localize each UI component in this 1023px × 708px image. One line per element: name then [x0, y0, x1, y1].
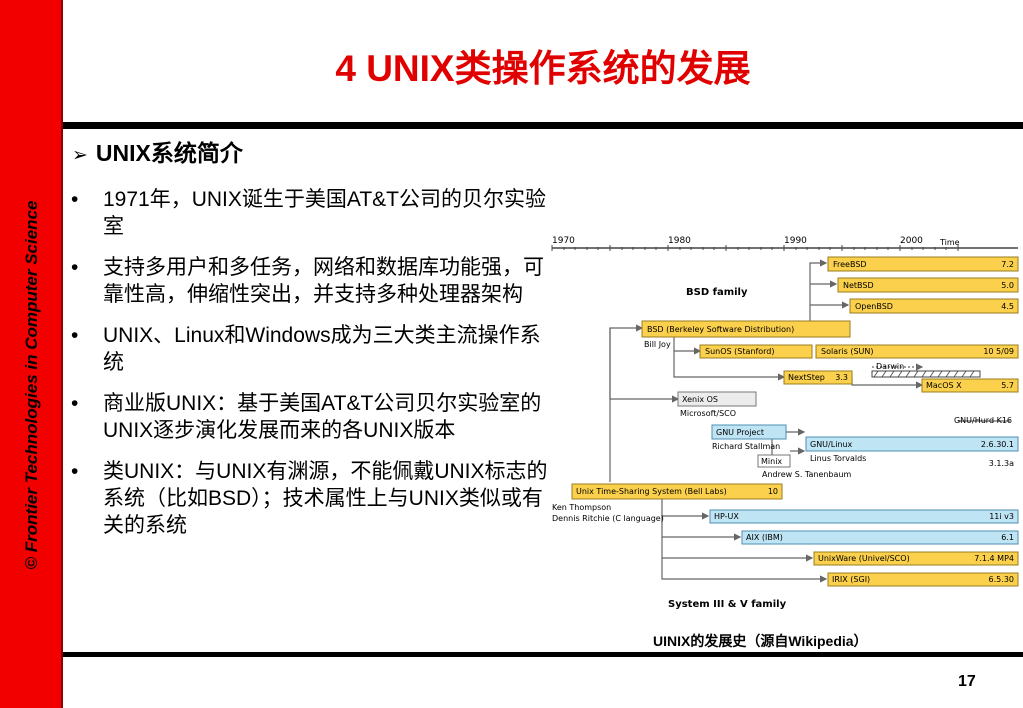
node-label: Xenix OS — [682, 395, 718, 404]
node-label: NextStep — [788, 373, 825, 382]
timeline-year: 1990 — [784, 236, 807, 246]
slide-title: 4 UNIX类操作系统的发展 — [335, 48, 751, 89]
node-version: 2.6.30.1 — [981, 440, 1014, 449]
footer-rule — [63, 652, 1023, 657]
page-number: 17 — [958, 673, 976, 690]
node-version: 10 5/09 — [983, 347, 1014, 356]
netbsd-node: NetBSD 5.0 — [837, 277, 1019, 293]
solaris-node: Solaris (SUN) 10 5/09 — [815, 344, 1019, 359]
node-label: IRIX (SGI) — [832, 575, 870, 584]
bullet-item: • 支持多用户和多任务，网络和数据库功能强，可靠性高，伸缩性突出，并支持多种处理器… — [63, 254, 558, 308]
node-label: SunOS (Stanford) — [705, 347, 775, 356]
node-version: 5.0 — [1001, 281, 1014, 290]
node-version: 4.5 — [1001, 302, 1014, 311]
gnu-project-node: GNU Project — [711, 424, 787, 440]
timeline-year: 1980 — [668, 236, 691, 246]
macos-node: MacOS X 5.7 — [921, 378, 1019, 393]
bullet-text: 支持多用户和多任务，网络和数据库功能强，可靠性高，伸缩性突出，并支持多种处理器架… — [103, 256, 544, 306]
bullet-dot-icon: • — [71, 256, 79, 279]
xenix-node: Xenix OS — [677, 391, 757, 407]
bullet-text: 商业版UNIX：基于美国AT&T公司贝尔实验室的UNIX逐步演化发展而来的各UN… — [103, 392, 542, 442]
node-label: GNU Project — [716, 428, 764, 437]
unix-node: Unix Time-Sharing System (Bell Labs) 10 — [571, 483, 783, 500]
bullet-item: • UNIX、Linux和Windows成为三大类主流操作系统 — [63, 322, 558, 376]
lineage-connectors — [609, 259, 1010, 583]
node-label: OpenBSD — [855, 302, 893, 311]
bullet-item: • 商业版UNIX：基于美国AT&T公司贝尔实验室的UNIX逐步演化发展而来的各U… — [63, 390, 558, 444]
node-version: 6.1 — [1001, 533, 1014, 542]
node-version: 3.1.3a — [989, 459, 1014, 468]
darwin-track — [871, 370, 981, 378]
node-label: Minix — [761, 457, 782, 466]
bsd-family-label: BSD family — [686, 287, 748, 298]
node-version: 6.5.30 — [989, 575, 1014, 584]
bullet-list: • 1971年，UNIX诞生于美国AT&T公司的贝尔实验室 • 支持多用户和多任务，… — [63, 186, 558, 553]
freebsd-node: FreeBSD 7.2 — [827, 256, 1019, 272]
node-version: 7.2 — [1001, 260, 1014, 269]
bill-joy-note: Bill Joy — [644, 340, 671, 349]
bullet-item: • 类UNIX：与UNIX有渊源，不能佩戴UNIX标志的系统（比如BSD）；技术属… — [63, 458, 558, 539]
hp-ux-node: HP-UX 11i v3 — [709, 509, 1019, 524]
timeline-year: 2000 — [900, 236, 923, 246]
sidebar: © Frontier Technologies in Computer Scie… — [0, 0, 63, 708]
torvalds-note: Linus Torvalds — [810, 454, 866, 463]
ritchie-note: Dennis Ritchie (C language) — [552, 514, 664, 523]
timeline-year: 1970 — [552, 236, 575, 246]
system-v-family-label: System III & V family — [668, 599, 787, 610]
nextstep-node: NextStep 3.3 — [783, 370, 853, 385]
timeline: 1970 1980 1990 2000 Time — [551, 236, 1018, 251]
openbsd-node: OpenBSD 4.5 — [849, 298, 1019, 314]
node-version: 3.3 — [835, 373, 848, 382]
thompson-note: Ken Thompson — [552, 503, 611, 512]
node-label: FreeBSD — [833, 260, 867, 269]
bsd-node: BSD (Berkeley Software Distribution) — [641, 320, 851, 338]
node-version: 7.1.4 MP4 — [974, 554, 1014, 563]
irix-node: IRIX (SGI) 6.5.30 — [827, 572, 1019, 587]
darwin-note: Darwin — [876, 362, 904, 371]
node-label: GNU/Linux — [810, 440, 853, 449]
node-label: Solaris (SUN) — [821, 347, 873, 356]
node-label: NetBSD — [843, 281, 874, 290]
node-version: 5.7 — [1001, 381, 1014, 390]
node-version: 11i v3 — [989, 512, 1014, 521]
bullet-text: 类UNIX：与UNIX有渊源，不能佩戴UNIX标志的系统（比如BSD）；技术属性… — [103, 460, 548, 537]
node-label: UnixWare (Univel/SCO) — [818, 554, 910, 563]
unix-history-diagram: 1970 1980 1990 2000 Time BSD family Free… — [551, 236, 1019, 610]
sunos-node: SunOS (Stanford) — [699, 344, 813, 359]
gnu-linux-node: GNU/Linux 2.6.30.1 — [805, 436, 1019, 452]
minix-node: Minix 3.1.3a — [757, 454, 1014, 468]
bullet-dot-icon: • — [71, 460, 79, 483]
section-heading: ➢ UNIX系统简介 — [72, 134, 243, 168]
tanenbaum-note: Andrew S. Tanenbaum — [762, 470, 851, 479]
aix-node: AIX (IBM) 6.1 — [741, 530, 1019, 545]
bullet-text: UNIX、Linux和Windows成为三大类主流操作系统 — [103, 324, 541, 374]
section-heading-text: UNIX系统简介 — [95, 140, 243, 166]
node-version: 10 — [768, 487, 778, 496]
node-label: HP-UX — [714, 512, 739, 521]
bullet-text: 1971年，UNIX诞生于美国AT&T公司的贝尔实验室 — [103, 188, 546, 238]
bullet-dot-icon: • — [71, 188, 79, 211]
node-label: BSD (Berkeley Software Distribution) — [647, 325, 794, 334]
bullet-dot-icon: • — [71, 324, 79, 347]
timeline-label: Time — [939, 238, 960, 247]
gnu-hurd-note: GNU/Hurd K16 — [954, 416, 1012, 425]
bullet-dot-icon: • — [71, 392, 79, 415]
node-label: MacOS X — [926, 381, 962, 390]
sidebar-text: © Frontier Technologies in Computer Scie… — [22, 200, 41, 570]
microsoft-sco-note: Microsoft/SCO — [680, 409, 736, 418]
title-rule — [63, 122, 1023, 129]
diagram-caption: UINIX的发展史（源自Wikipedia） — [653, 633, 868, 649]
arrow-bullet-icon: ➢ — [72, 145, 88, 166]
stallman-note: Richard Stallman — [712, 442, 780, 451]
bullet-item: • 1971年，UNIX诞生于美国AT&T公司的贝尔实验室 — [63, 186, 558, 240]
unixware-node: UnixWare (Univel/SCO) 7.1.4 MP4 — [813, 551, 1019, 566]
node-label: AIX (IBM) — [746, 533, 783, 542]
node-label: Unix Time-Sharing System (Bell Labs) — [576, 487, 727, 496]
